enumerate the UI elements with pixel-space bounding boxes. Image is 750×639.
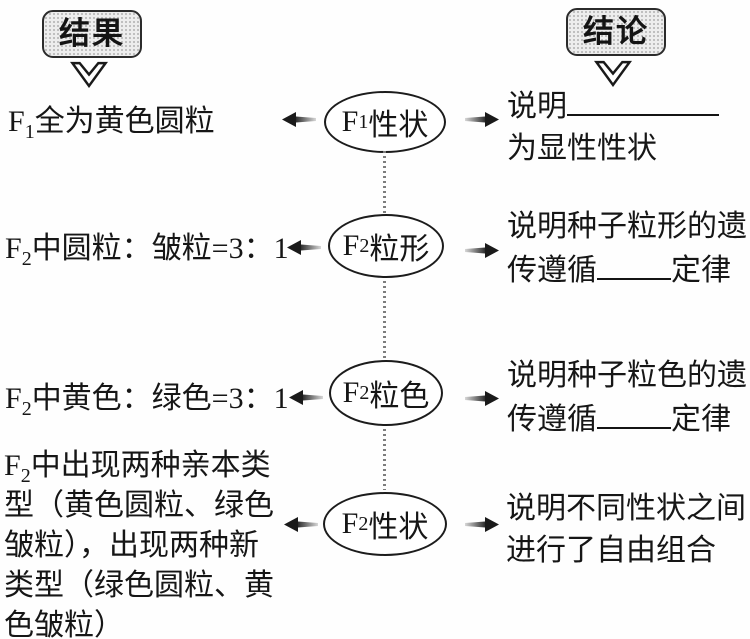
conclusion-line: 说明种子粒形的遗 xyxy=(507,210,747,243)
left-arrow-icon xyxy=(289,390,323,405)
conclusion-segment: 定律 xyxy=(671,254,731,287)
f-subscript: 1 xyxy=(24,121,35,143)
conclusion-line: 进行了自由组合 xyxy=(506,534,716,567)
left-arrow-icon xyxy=(282,112,316,127)
conclusion-line: 为显性性状 xyxy=(507,132,657,165)
f-subscript: 2 xyxy=(20,465,31,487)
conclusion-text-4: 说明不同性状之间 进行了自由组合 xyxy=(506,488,746,572)
node-label: 粒色 xyxy=(369,380,430,413)
conclusion-text-1: 说明 为显性性状 xyxy=(507,84,719,170)
f-prefix: F xyxy=(5,382,22,415)
f-prefix: F xyxy=(341,105,359,138)
left-arrow-icon xyxy=(284,517,318,532)
result-body: 中圆粒：皱粒=3：1 xyxy=(31,232,289,265)
result-body: 中黄色：绿色=3：1 xyxy=(31,382,289,415)
fill-in-blank xyxy=(597,248,671,280)
conclusion-text-2: 说明种子粒形的遗 传遵循 定律 xyxy=(507,206,747,292)
dotted-connector xyxy=(383,429,386,490)
conclusion-segment: 定律 xyxy=(671,403,731,436)
conclusion-header-box: 结论 xyxy=(566,8,666,57)
conclusion-segment: 说明 xyxy=(507,90,567,123)
node-label: 性状 xyxy=(368,511,429,544)
down-chevron-icon xyxy=(70,61,108,88)
f-prefix: F xyxy=(342,229,360,262)
conclusion-line: 说明不同性状之间 xyxy=(506,492,746,525)
result-text-f2-shape: F2中圆粒：皱粒=3：1 xyxy=(5,229,289,269)
right-arrow-icon xyxy=(465,391,499,406)
result-text-f2-color: F2中黄色：绿色=3：1 xyxy=(5,379,289,419)
node-label: 性状 xyxy=(368,109,429,142)
down-chevron-icon xyxy=(594,60,632,87)
fill-in-blank xyxy=(567,84,719,116)
dotted-connector xyxy=(383,151,386,213)
result-text-f2-trait: F2中出现两种亲本类 型（黄色圆粒、绿色 皱粒），出现两种新 类型（绿色圆粒、黄… xyxy=(4,446,304,639)
conclusion-text-3: 说明种子粒色的遗 传遵循 定律 xyxy=(507,355,747,441)
conclusion-segment: 传遵循 xyxy=(507,254,597,287)
fill-in-blank xyxy=(597,397,671,429)
result-body: 全为黄色圆粒 xyxy=(34,105,215,138)
f-prefix: F xyxy=(341,507,359,540)
results-header-box: 结果 xyxy=(42,10,142,59)
result-text-f1: F1全为黄色圆粒 xyxy=(8,102,215,142)
conclusion-line: 说明 xyxy=(507,84,719,128)
f-prefix: F xyxy=(5,232,22,265)
conclusion-line: 传遵循 定律 xyxy=(507,397,747,441)
node-label: 粒形 xyxy=(369,233,430,266)
conclusion-segment: 传遵循 xyxy=(507,403,597,436)
conclusion-line: 传遵循 定律 xyxy=(507,248,747,292)
f-prefix: F xyxy=(4,449,21,482)
right-arrow-icon xyxy=(465,112,499,127)
dotted-connector xyxy=(383,281,386,359)
f-subscript: 2 xyxy=(21,248,32,270)
right-arrow-icon xyxy=(465,243,499,258)
f-subscript: 2 xyxy=(21,398,32,420)
left-arrow-icon xyxy=(287,240,321,255)
right-arrow-icon xyxy=(465,517,499,532)
f-prefix: F xyxy=(8,105,25,138)
conclusion-line: 说明种子粒色的遗 xyxy=(507,359,747,392)
result-body: 中出现两种亲本类 型（黄色圆粒、绿色 皱粒），出现两种新 类型（绿色圆粒、黄 色… xyxy=(4,449,274,639)
f-prefix: F xyxy=(342,376,360,409)
